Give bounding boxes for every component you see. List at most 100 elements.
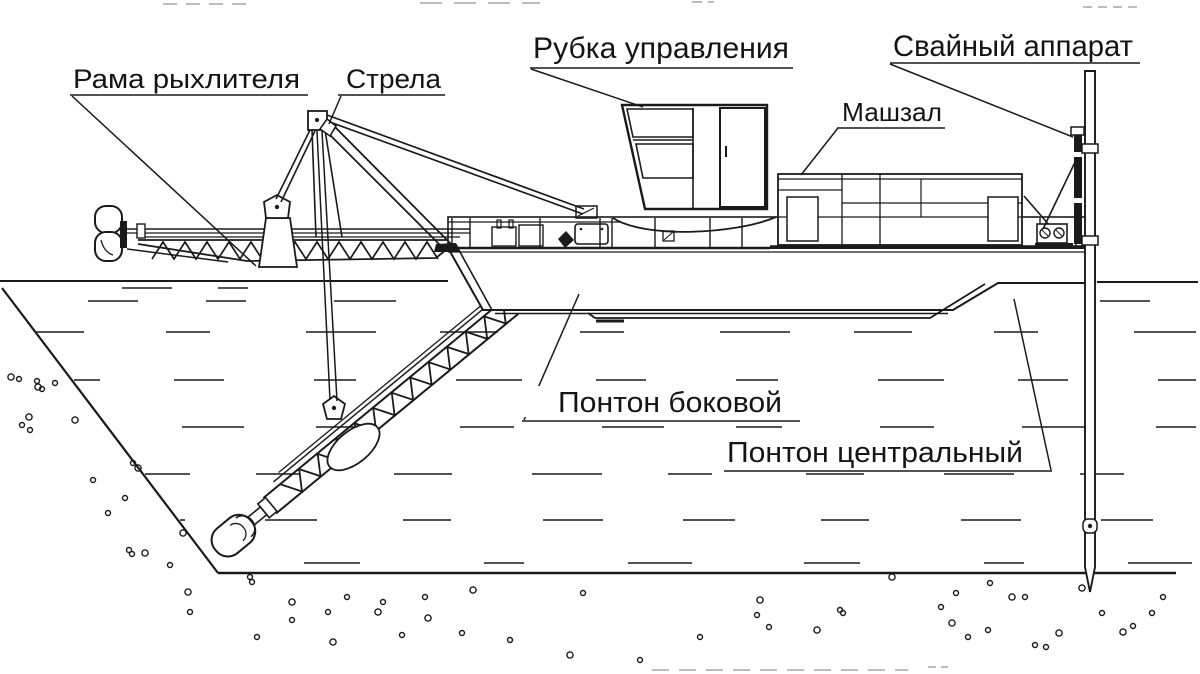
gravel-dot (324, 608, 332, 616)
gravel-dot (166, 561, 174, 569)
gravel-dot (765, 623, 773, 631)
gravel-dot (379, 598, 387, 606)
gravel-dot (51, 379, 59, 387)
label-central-pontoon: Понтон центральный (727, 437, 1023, 469)
gravel-dot (248, 578, 256, 586)
gravel-dot (18, 421, 26, 429)
gravel-dot (25, 413, 33, 421)
label-control-cab: Рубка управления (533, 32, 789, 65)
gravel-dots (7, 373, 1167, 664)
bow-float (94, 231, 123, 262)
gravel-dot (343, 593, 351, 601)
gravel-dot (38, 385, 46, 393)
gravel-dot (984, 626, 992, 634)
gravel-dot (179, 529, 187, 537)
gravel-dot (469, 586, 477, 594)
gravel-dot (329, 638, 337, 646)
gravel-dot (839, 609, 847, 617)
cabin-door (719, 107, 766, 208)
ladder-truss-zigzag (280, 301, 507, 493)
scan-artifacts (163, 1, 1138, 671)
pile-collar (1081, 143, 1099, 154)
label-machine-hall: Машзал (842, 97, 942, 127)
gravel-dot (1098, 609, 1106, 617)
callout-labels: Рама рыхлителя Стрела Рубка управления М… (73, 30, 1133, 469)
spud-apparatus (1035, 70, 1099, 593)
gravel-dot (696, 633, 704, 641)
gravel-dot (125, 546, 133, 554)
gravel-dot (948, 619, 956, 627)
label-spud-apparatus: Свайный аппарат (893, 30, 1133, 63)
control-cabin (620, 103, 769, 211)
gantry (275, 110, 585, 252)
gravel-dot (1008, 593, 1016, 601)
truss-zigzag (151, 240, 439, 261)
water-surface-line (0, 280, 1198, 283)
cabin-window (626, 108, 694, 138)
gravel-dot (121, 494, 129, 502)
pile-collar (1081, 235, 1099, 246)
gravel-dot (458, 629, 466, 637)
gravel-dot (1042, 643, 1050, 651)
gravel-dot (888, 573, 896, 581)
gravel-dot (836, 606, 844, 614)
deck-equipment-box (491, 226, 517, 247)
cutter-ladder (210, 130, 519, 558)
winch-housing (574, 223, 609, 245)
cabin-window (635, 143, 694, 179)
gravel-dot (141, 549, 149, 557)
deck-cable (612, 216, 777, 233)
hoist-cable (321, 130, 338, 402)
gravel-dot (253, 633, 261, 641)
deck-equipment-box (518, 224, 544, 247)
bow-float (94, 205, 123, 234)
cutter-frame-truss (94, 193, 470, 268)
spud-pile (1084, 70, 1096, 593)
gravel-dot (813, 626, 821, 634)
gravel-dot (937, 603, 945, 611)
gravel-dot (89, 476, 97, 484)
spud-winch (1036, 223, 1068, 244)
gravel-dot (1159, 593, 1167, 601)
gravel-dot (424, 614, 432, 622)
gravel-dot (636, 656, 644, 664)
gravel-dot (952, 589, 960, 597)
gravel-dot (374, 608, 382, 616)
gravel-dot (104, 509, 112, 517)
gravel-dot (7, 373, 15, 381)
label-cutter-frame: Рама рыхлителя (73, 64, 300, 94)
pontoon-hull-body (446, 247, 1096, 311)
cutter-head (210, 513, 257, 558)
backstay (326, 114, 585, 210)
boom-hinge-plate (318, 117, 338, 138)
callout-leaders (70, 62, 1140, 472)
ladder-hoist-block (326, 422, 381, 472)
gravel-dot (129, 459, 137, 467)
gravel-dot (15, 375, 23, 383)
spud-guide-post (1074, 134, 1082, 244)
gravel-dot (26, 426, 34, 434)
gravel-dot (71, 416, 79, 424)
machine-hall (777, 173, 1064, 246)
gravel-dot (1129, 622, 1137, 630)
label-boom: Стрела (346, 64, 442, 94)
gravel-dot (134, 464, 142, 472)
pit-outline (1, 287, 1176, 575)
gravel-dot (288, 598, 296, 606)
gravel-dot (1119, 628, 1127, 636)
gravel-dot (1148, 609, 1156, 617)
boom-member (331, 123, 453, 246)
machine-hall-door (786, 196, 819, 242)
gravel-dot (506, 636, 514, 644)
gantry-pedestal (257, 217, 299, 268)
gravel-dot (184, 588, 192, 596)
gravel-dot (566, 651, 574, 659)
gravel-dot (246, 573, 254, 581)
gravel-dot (964, 633, 972, 641)
gravel-dot (579, 589, 587, 597)
gravel-dot (186, 608, 194, 616)
central-pontoon-bottom (587, 283, 986, 319)
spud-guide-brace (1042, 157, 1078, 230)
gravel-dot (1055, 629, 1063, 637)
